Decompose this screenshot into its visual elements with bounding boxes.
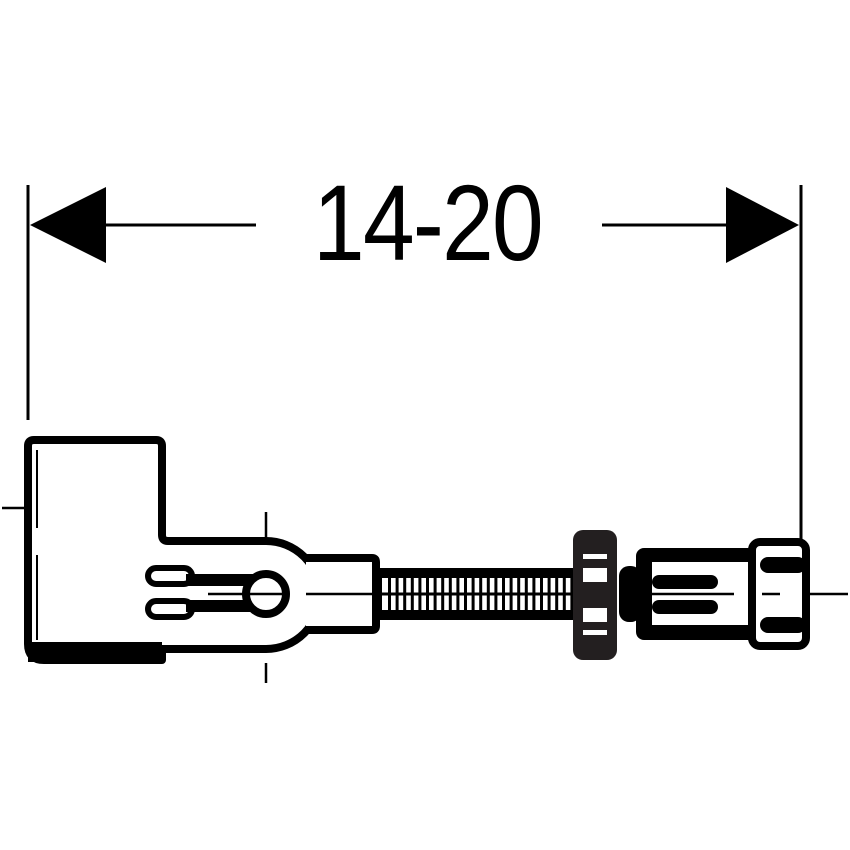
slotted-clamp bbox=[145, 565, 258, 620]
lock-nut bbox=[573, 530, 617, 660]
end-cap bbox=[748, 538, 810, 650]
arrowhead-right-icon bbox=[726, 187, 799, 263]
dimension-line bbox=[30, 187, 799, 263]
threaded-rod bbox=[378, 568, 578, 620]
rod-housing bbox=[306, 554, 380, 634]
pivot-hole bbox=[242, 570, 290, 618]
dimension-label: 14-20 bbox=[313, 162, 544, 283]
arrowhead-left-icon bbox=[30, 187, 106, 263]
sleeve-connector bbox=[619, 548, 756, 640]
elbow-body bbox=[24, 436, 324, 664]
extension-lines bbox=[26, 185, 803, 540]
